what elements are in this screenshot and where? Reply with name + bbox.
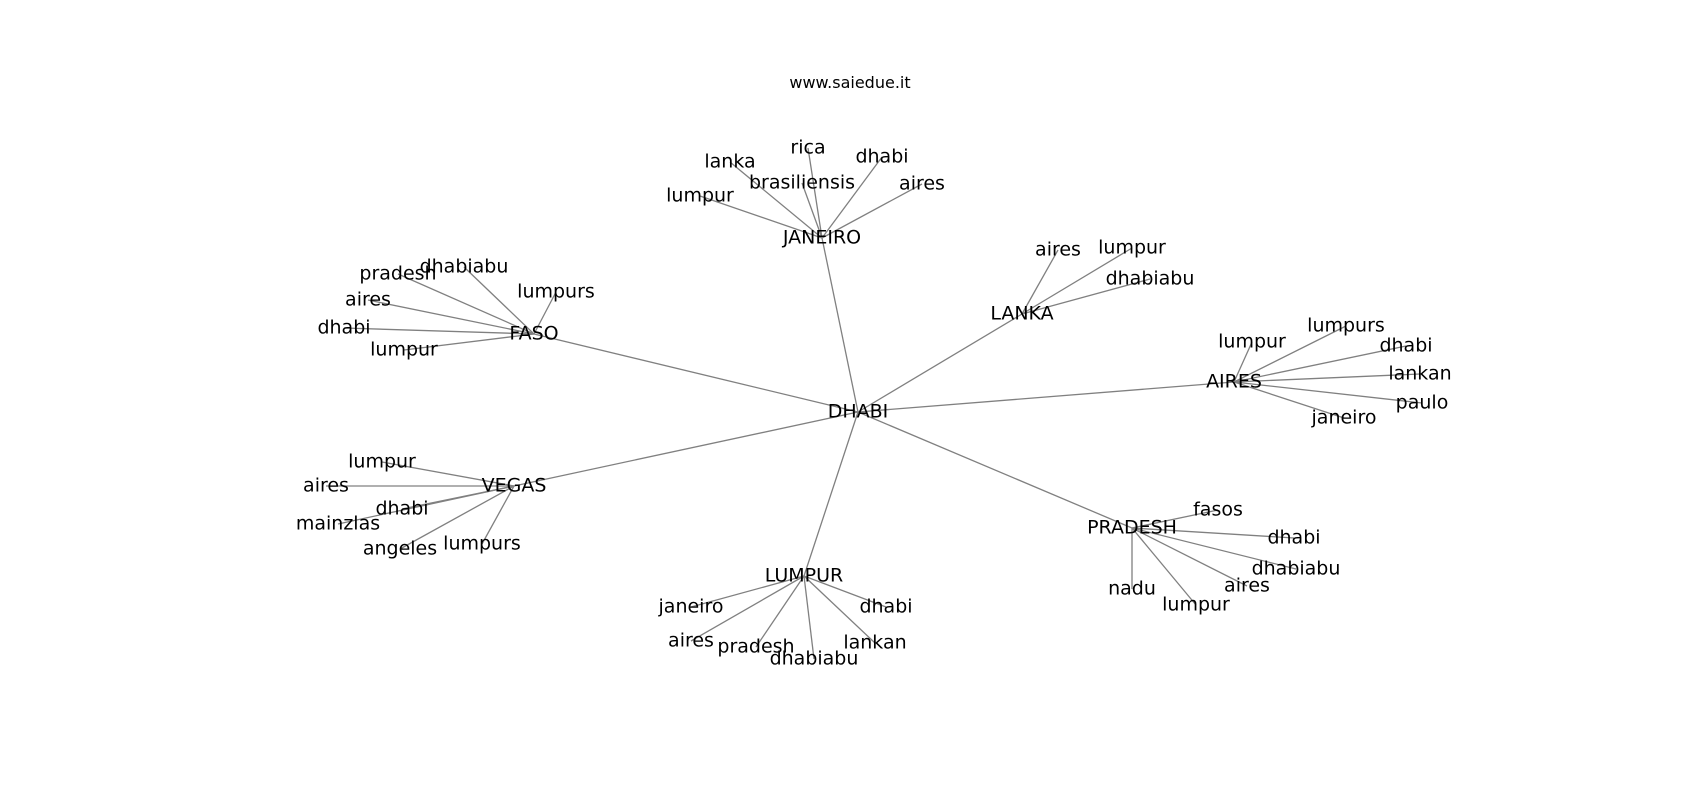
edge-root-to-hub bbox=[803, 411, 859, 577]
leaf-node-label: lankan bbox=[843, 632, 906, 654]
edge-hub-to-leaf bbox=[807, 147, 823, 239]
leaf-node-label: lumpurs bbox=[1307, 315, 1385, 337]
edge-hub-to-leaf bbox=[1021, 278, 1151, 315]
leaf-node-label: lumpurs bbox=[517, 281, 595, 303]
hub-node-label: LUMPUR bbox=[765, 565, 844, 587]
hub-node-label: VEGAS bbox=[482, 475, 547, 497]
leaf-node-label: rica bbox=[790, 137, 825, 159]
edge-hub-to-leaf bbox=[690, 575, 805, 608]
edge-hub-to-leaf bbox=[801, 182, 823, 239]
hub-node-label: FASO bbox=[509, 323, 558, 345]
edge-hub-to-leaf bbox=[1233, 345, 1407, 383]
edge-root-to-hub bbox=[857, 411, 1133, 529]
edge-hub-to-leaf bbox=[397, 273, 535, 335]
leaf-node-label: fasos bbox=[1193, 499, 1243, 521]
leaf-node-label: dhabiabu bbox=[770, 648, 859, 670]
leaf-node-label: lumpur bbox=[666, 185, 734, 207]
edge-root-to-hub bbox=[513, 411, 859, 487]
leaf-node-label: pradesh bbox=[359, 263, 436, 285]
leaf-node-label: lanka bbox=[704, 151, 755, 173]
leaf-node-label: lumpur bbox=[1218, 331, 1286, 353]
edge-hub-to-leaf bbox=[821, 156, 883, 239]
edge-hub-to-leaf bbox=[1021, 247, 1133, 315]
edge-hub-to-leaf bbox=[367, 299, 535, 335]
leaf-node-label: aires bbox=[303, 475, 349, 497]
leaf-node-label: nadu bbox=[1108, 578, 1156, 600]
edge-root-to-hub bbox=[857, 313, 1023, 413]
leaf-node-label: dhabiabu bbox=[420, 256, 509, 278]
edge-hub-to-leaf bbox=[1131, 527, 1297, 570]
leaf-node-label: lankan bbox=[1388, 363, 1451, 385]
leaf-node-label: aires bbox=[1224, 575, 1270, 597]
edge-hub-to-leaf bbox=[1131, 527, 1248, 587]
graph-title: www.saiedue.it bbox=[789, 73, 910, 92]
leaf-node-label: angeles bbox=[363, 538, 437, 560]
leaf-node-label: lumpur bbox=[1098, 237, 1166, 259]
edge-root-to-hub bbox=[821, 237, 859, 413]
edge-hub-to-leaf bbox=[533, 291, 557, 335]
edge-hub-to-leaf bbox=[337, 485, 515, 525]
leaf-node-label: paulo bbox=[1396, 392, 1449, 414]
leaf-node-label: dhabiabu bbox=[1252, 558, 1341, 580]
hub-node-label: PRADESH bbox=[1087, 517, 1177, 539]
edge-hub-to-leaf bbox=[690, 575, 805, 642]
edge-hub-to-leaf bbox=[463, 266, 535, 335]
edge-hub-to-leaf bbox=[381, 461, 515, 487]
leaf-node-label: aires bbox=[345, 289, 391, 311]
leaf-node-label: dhabiabu bbox=[1106, 268, 1195, 290]
graph-edges bbox=[326, 147, 1423, 660]
edge-hub-to-leaf bbox=[1131, 527, 1197, 606]
edge-hub-to-leaf bbox=[399, 485, 515, 550]
edge-hub-to-leaf bbox=[343, 327, 535, 335]
edge-hub-to-leaf bbox=[1131, 509, 1219, 529]
edge-hub-to-leaf bbox=[729, 161, 823, 239]
leaf-node-label: lumpurs bbox=[443, 533, 521, 555]
edge-hub-to-leaf bbox=[403, 333, 535, 351]
leaf-node-label: dhabi bbox=[1379, 335, 1432, 357]
leaf-node-label: dhabi bbox=[855, 146, 908, 168]
leaf-node-label: janeiro bbox=[658, 596, 724, 618]
leaf-node-label: dhabi bbox=[859, 596, 912, 618]
leaf-node-label: aires bbox=[1035, 239, 1081, 261]
edge-hub-to-leaf bbox=[803, 575, 876, 644]
edge-root-to-hub bbox=[533, 333, 859, 413]
leaf-node-label: brasiliensis bbox=[749, 172, 855, 194]
hub-node-label: AIRES bbox=[1206, 371, 1262, 393]
leaf-node-label: janeiro bbox=[1311, 407, 1377, 429]
edge-hub-to-leaf bbox=[803, 575, 887, 608]
edge-hub-to-leaf bbox=[699, 195, 823, 239]
edge-hub-to-leaf bbox=[1233, 341, 1253, 383]
leaf-node-label: dhabi bbox=[1267, 527, 1320, 549]
edge-root-to-hub bbox=[857, 381, 1235, 413]
hub-node-label: LANKA bbox=[990, 303, 1053, 325]
hub-node-label: JANEIRO bbox=[782, 227, 861, 249]
leaf-node-label: dhabi bbox=[375, 498, 428, 520]
edge-hub-to-leaf bbox=[1233, 325, 1347, 383]
leaf-node-label: dhabi bbox=[317, 317, 370, 339]
edge-hub-to-leaf bbox=[1131, 527, 1295, 539]
leaf-node-label: lumpur bbox=[348, 451, 416, 473]
edge-hub-to-leaf bbox=[755, 575, 805, 648]
edge-hub-to-leaf bbox=[1021, 249, 1059, 315]
leaf-node-label: aires bbox=[899, 173, 945, 195]
root-node-label: DHABI bbox=[828, 401, 889, 423]
leaf-node-label: lumpur bbox=[370, 339, 438, 361]
edge-hub-to-leaf bbox=[803, 575, 815, 660]
edge-hub-to-leaf bbox=[481, 485, 515, 545]
edge-hub-to-leaf bbox=[1233, 381, 1345, 419]
leaf-node-label: pradesh bbox=[717, 636, 794, 658]
edge-hub-to-leaf bbox=[1233, 373, 1421, 383]
leaf-node-label: aires bbox=[668, 630, 714, 652]
leaf-node-label: lumpur bbox=[1162, 594, 1230, 616]
edge-hub-to-leaf bbox=[821, 183, 923, 239]
edge-hub-to-leaf bbox=[1233, 381, 1423, 404]
leaf-node-label: mainzlas bbox=[296, 513, 380, 535]
